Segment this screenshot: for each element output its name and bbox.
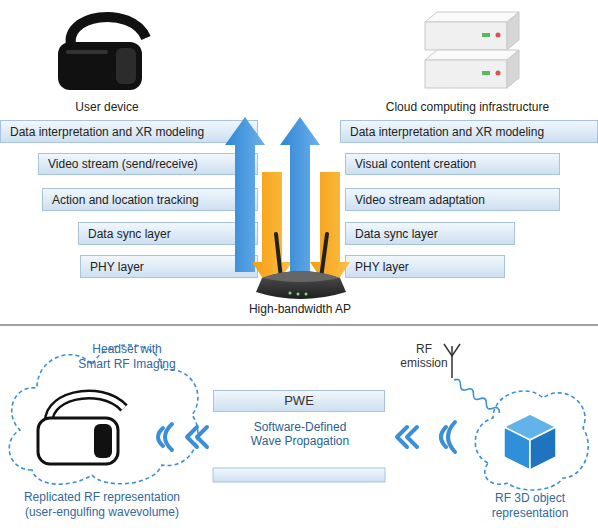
headset-strap	[71, 17, 146, 48]
layer-bar: Data sync layer	[345, 222, 515, 245]
layer-name: Video stream adaptation	[355, 193, 485, 207]
router-light	[289, 292, 292, 295]
wave-arc	[165, 424, 172, 450]
layer-name: Data interpretation and XR modeling	[10, 125, 204, 139]
server-light	[496, 71, 501, 76]
headset-outline-icon	[38, 394, 124, 464]
server-icon	[425, 12, 519, 88]
router-antenna	[321, 234, 327, 278]
free-label: Software-Defined Wave Propagation	[240, 420, 360, 448]
cloud-region: RF 3D object representation	[468, 383, 593, 493]
server-light	[496, 33, 501, 38]
server-front	[425, 22, 507, 50]
chevron	[397, 427, 407, 447]
headset-strap	[49, 394, 124, 428]
headset-highlight	[66, 50, 108, 54]
router-light	[305, 293, 308, 296]
server-light	[482, 71, 490, 75]
layer-name: PHY layer	[90, 260, 144, 274]
router-antenna	[276, 234, 281, 278]
antenna-head	[444, 344, 460, 356]
section-separator	[0, 325, 598, 326]
layer-bar: PWE	[213, 390, 385, 412]
empty-bar	[213, 468, 385, 482]
cloud-caption: RF 3D object representation	[480, 491, 580, 521]
layer-name: Data interpretation and XR modeling	[350, 125, 544, 139]
headset-side	[116, 48, 136, 84]
layer-bar: PHY layer	[345, 255, 505, 278]
server-side	[507, 50, 519, 88]
antenna-mast	[451, 346, 453, 378]
server-side	[507, 12, 519, 50]
cube-left	[504, 427, 530, 470]
server-top	[425, 12, 519, 22]
layer-name: Data sync layer	[355, 227, 438, 241]
wave-arc	[448, 422, 455, 452]
layer-bar: Video stream (send/receive)	[38, 153, 258, 175]
layer-bar: Data interpretation and XR modeling	[0, 120, 258, 143]
layer-bar: Video stream adaptation	[345, 188, 560, 211]
rf-cube	[504, 414, 556, 470]
cloud-region: Headset with Smart RF ImagingReplicated …	[2, 330, 207, 490]
layer-bar: Visual content creation	[345, 153, 560, 175]
cube-right	[530, 427, 556, 470]
server-front	[425, 60, 507, 88]
uplink-arrow	[280, 117, 320, 272]
router-body	[256, 271, 346, 299]
wave-arc	[441, 427, 446, 447]
downlink-arrow	[310, 172, 350, 292]
cloud-outline	[468, 383, 593, 493]
layer-name: PWE	[284, 394, 314, 408]
layer-bar: Data interpretation and XR modeling	[340, 120, 598, 143]
cube-top	[504, 414, 556, 440]
layer-name: Video stream (send/receive)	[48, 157, 198, 171]
headset-body	[58, 42, 142, 90]
router-icon	[256, 234, 346, 299]
server-top	[425, 50, 519, 60]
free-label: Cloud computing infrastructure	[380, 100, 555, 114]
layer-name: Action and location tracking	[52, 193, 199, 207]
layer-bar: Data sync layer	[78, 222, 258, 245]
router-light	[297, 293, 300, 296]
server-light	[482, 33, 490, 37]
dashed-cloud	[475, 391, 588, 490]
cloud-caption: Replicated RF representation (user-engul…	[7, 490, 197, 520]
chevron	[407, 427, 417, 447]
free-label: User device	[47, 100, 167, 114]
wave-arc	[158, 428, 163, 446]
free-label: High-bandwidth AP	[230, 302, 370, 316]
headset-strap	[49, 394, 124, 428]
free-label: RF emission	[398, 342, 450, 370]
vr-headset-icon	[58, 17, 146, 90]
cloud-caption: Headset with Smart RF Imaging	[77, 342, 177, 372]
layer-name: PHY layer	[355, 260, 409, 274]
layer-bar: Action and location tracking	[42, 188, 258, 211]
downlink-arrow	[252, 172, 292, 292]
headset-side	[94, 424, 112, 458]
layer-name: Visual content creation	[355, 157, 476, 171]
layer-bar: PHY layer	[80, 255, 258, 278]
headset-body	[38, 418, 118, 464]
layer-name: Data sync layer	[88, 227, 171, 241]
router-top	[262, 271, 340, 282]
